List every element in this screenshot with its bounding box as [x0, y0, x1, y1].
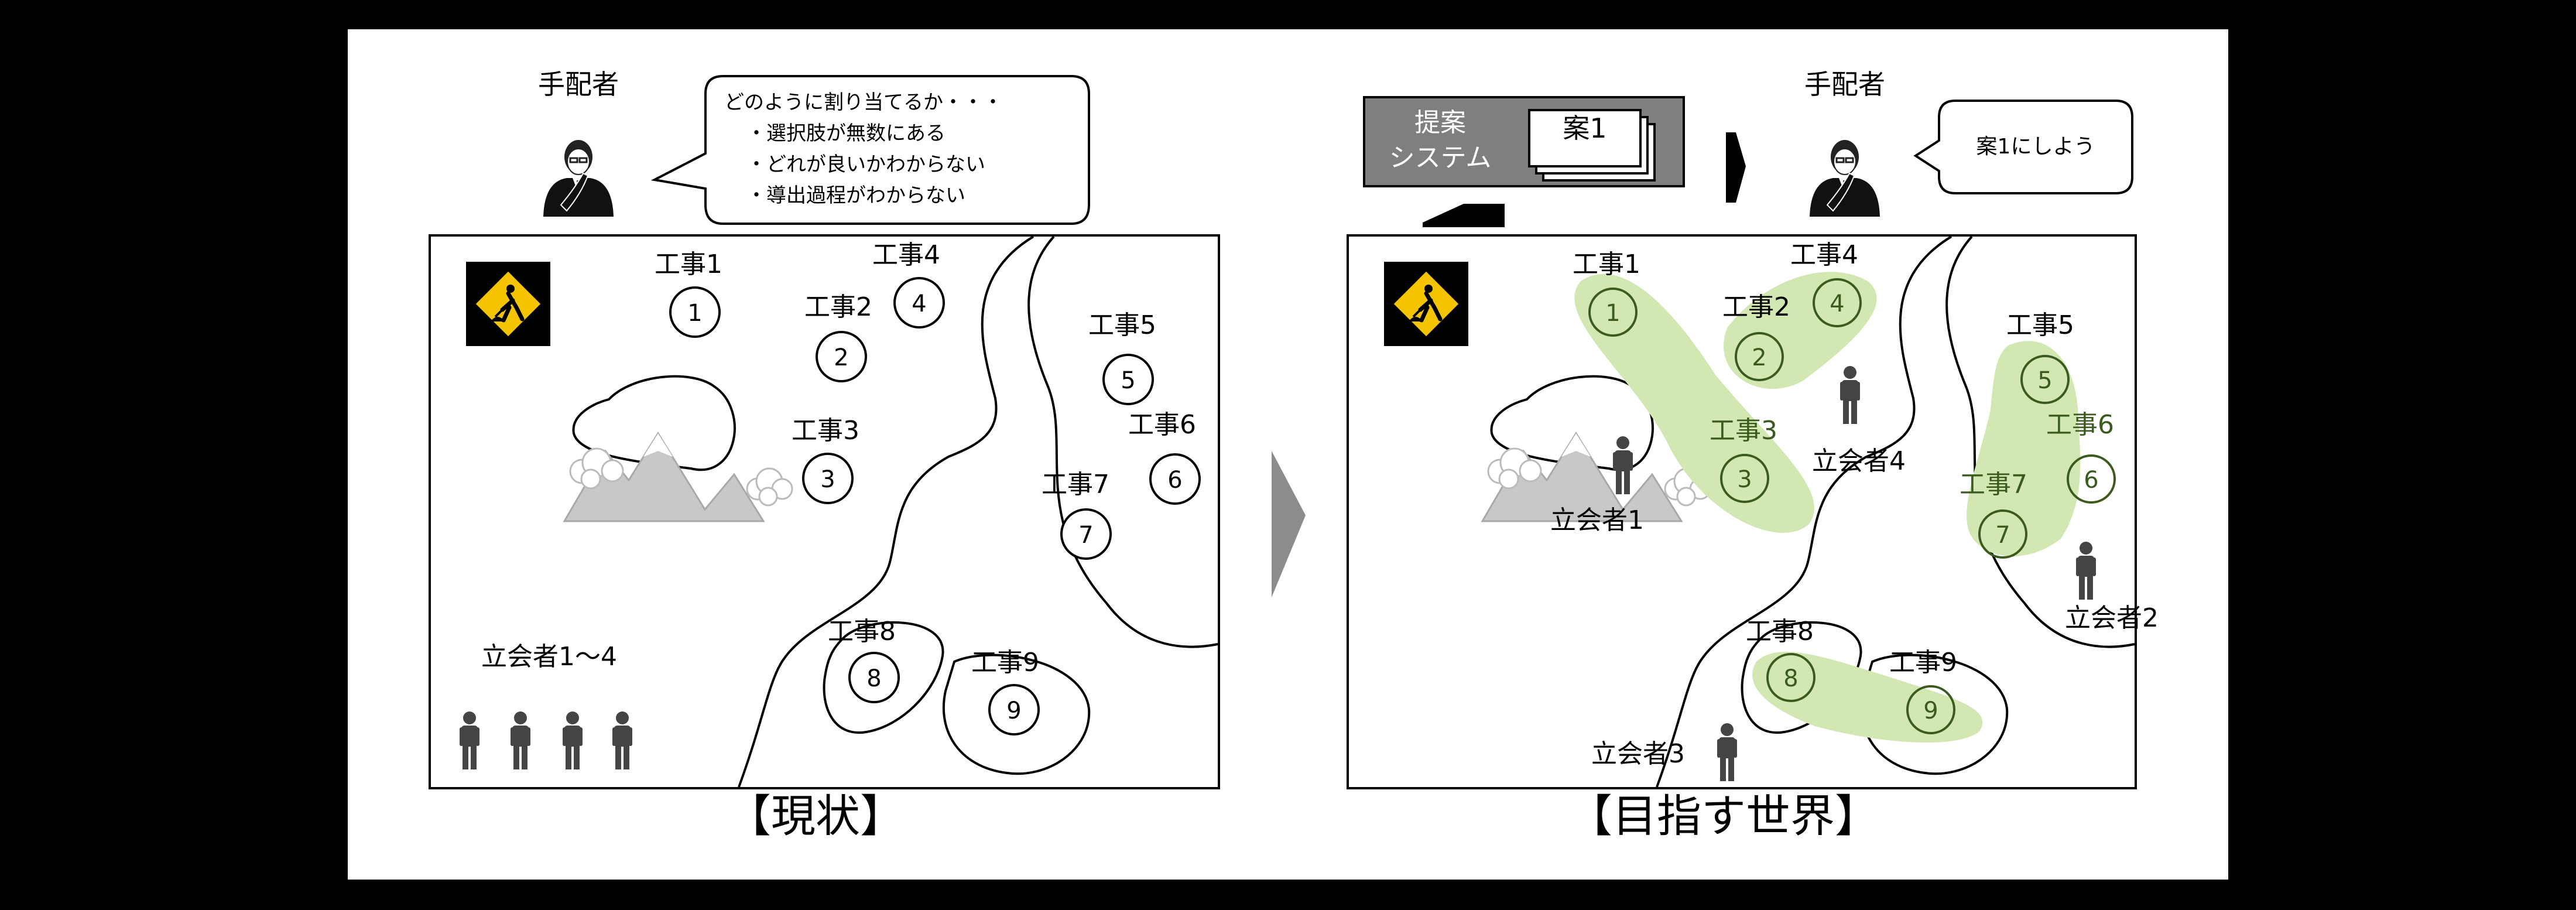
right-arrow-icon: [1726, 132, 1746, 203]
assignment-group-1: [1574, 273, 1815, 533]
work-site-5: 工事5 5: [1088, 310, 1156, 405]
work-site-9: 工事9 9: [1889, 648, 1957, 734]
dispatcher-label: 手配者: [1804, 69, 1885, 100]
work-number: 4: [912, 290, 926, 317]
work-label: 工事2: [1722, 292, 1790, 322]
caption-current: 【現状】: [727, 790, 905, 842]
caption-goal: 【目指す世界】: [1568, 790, 1879, 842]
work-site-7: 工事7 7: [1042, 470, 1112, 560]
work-number: 3: [1737, 466, 1752, 493]
work-site-6: 工事6 6: [1128, 410, 1201, 505]
assignment-groups: [1574, 272, 2081, 743]
work-number: 2: [1752, 344, 1766, 371]
work-label: 工事3: [792, 416, 859, 446]
assignment-group-4: [1724, 272, 1877, 389]
work-label: 工事6: [2046, 410, 2114, 440]
system-label: 提案: [1414, 108, 1466, 138]
proposal-card: 案1: [1563, 112, 1606, 144]
work-number: 4: [1830, 290, 1844, 317]
witness-label: 立会者4: [1812, 446, 1906, 476]
right-scenario: 提案 システム 案1 手配者 案1にしよう: [1347, 69, 2159, 842]
work-site-6: 工事6 6: [2046, 410, 2116, 504]
work-number: 8: [1783, 665, 1798, 692]
work-number: 1: [687, 300, 702, 327]
work-label: 工事6: [1128, 410, 1196, 440]
work-label: 工事5: [1088, 310, 1156, 340]
work-number: 9: [1006, 697, 1021, 724]
work-site-4: 工事4 4: [1790, 240, 1862, 327]
witness-label: 立会者2: [2065, 603, 2159, 633]
system-label: システム: [1389, 143, 1492, 173]
work-number: 1: [1605, 300, 1620, 327]
work-number: 6: [2084, 467, 2098, 494]
work-site-5: 工事5 5: [2006, 310, 2074, 404]
dispatcher-label: 手配者: [538, 69, 619, 100]
work-site-7: 工事7 7: [1960, 470, 2027, 559]
work-number: 6: [1167, 467, 1182, 494]
speech-line: ・どれが良いかわからない: [746, 153, 985, 176]
work-label: 工事1: [655, 249, 722, 279]
construction-sign-icon: [466, 262, 550, 346]
work-number: 7: [1995, 522, 2010, 549]
speech-line: どのように割り当てるか・・・: [724, 91, 1003, 114]
witness-label: 立会者3: [1591, 739, 1685, 769]
dispatcher-icon: [1808, 139, 1881, 218]
construction-sign-icon: [1384, 262, 1468, 346]
speech-bubble: どのように割り当てるか・・・ ・選択肢が無数にある ・どれが良いかわからない ・…: [650, 75, 1090, 225]
work-site-2: 工事2 2: [804, 292, 872, 382]
speech-text: 案1にしよう: [1976, 135, 2095, 159]
work-label: 工事9: [1889, 648, 1957, 678]
work-label: 工事4: [872, 240, 940, 270]
work-label: 工事5: [2006, 310, 2074, 340]
work-label: 工事8: [1746, 617, 1814, 646]
work-label: 工事1: [1573, 249, 1640, 279]
work-label: 工事9: [971, 648, 1039, 678]
work-site-3: 工事3 3: [792, 416, 859, 504]
witnesses-right: 立会者1 立会者2 立会者3 立会者4: [1550, 366, 2159, 781]
work-label: 工事8: [828, 617, 896, 646]
work-number: 5: [2037, 367, 2052, 394]
work-site-8: 工事8 8: [1746, 617, 1815, 702]
work-site-4: 工事4 4: [872, 240, 945, 329]
work-label: 工事3: [1710, 416, 1777, 446]
work-label: 工事2: [804, 292, 872, 322]
work-site-1: 工事1 1: [1573, 249, 1640, 337]
work-label: 工事7: [1960, 470, 2027, 500]
witness-label: 立会者1: [1550, 505, 1644, 535]
work-site-2: 工事2 2: [1722, 292, 1790, 381]
assignment-group-2: [1967, 341, 2081, 556]
work-number: 3: [820, 466, 835, 493]
work-site-9: 工事9 9: [971, 648, 1040, 735]
speech-bubble: 案1にしよう: [1913, 100, 2133, 194]
witness-group-label: 立会者1～4: [481, 642, 617, 672]
speech-line: ・選択肢が無数にある: [746, 122, 946, 145]
work-site-3: 工事3 3: [1710, 416, 1777, 503]
left-scenario: 手配者 どのように割り当てるか・・・ ・選択肢が無数にある ・どれが良いかわから…: [429, 69, 1220, 842]
assignment-group-3: [1752, 652, 1983, 743]
work-site-8: 工事8 8: [828, 617, 900, 703]
work-site-1: 工事1 1: [655, 249, 722, 338]
work-number: 7: [1078, 522, 1093, 549]
work-number: 8: [866, 665, 881, 692]
proposal-system: 提案 システム 案1: [1363, 96, 1685, 187]
dispatcher-icon: [542, 139, 615, 218]
work-number: 9: [1923, 697, 1938, 724]
speech-line: ・導出過程がわからない: [746, 184, 965, 207]
transition-arrow: [1272, 451, 1306, 597]
work-label: 工事4: [1790, 240, 1858, 270]
work-number: 5: [1121, 367, 1135, 394]
work-label: 工事7: [1042, 470, 1109, 500]
work-number: 2: [834, 344, 848, 371]
up-arrow-icon: [1423, 204, 1505, 227]
